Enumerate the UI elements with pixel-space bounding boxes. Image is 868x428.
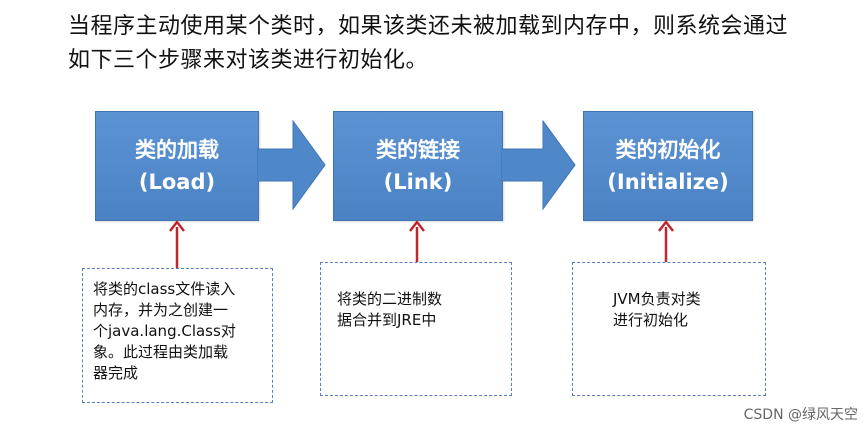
- note-initialize-line: 进行初始化: [613, 311, 689, 329]
- note-load-line: 象。此过程由类加载: [93, 343, 229, 361]
- note-load: 将类的class文件读入 内存，并为之创建一 个java.lang.Class对…: [82, 268, 273, 403]
- intro-line-2: 如下三个步骤来对该类进行初始化。: [68, 48, 429, 73]
- note-link-line: 将类的二进制数: [337, 290, 443, 308]
- pointer-arrow-2: [409, 219, 425, 262]
- step-link-subtitle: (Link): [383, 170, 453, 194]
- step-link-title: 类的链接: [376, 138, 460, 162]
- note-link: 将类的二进制数 据合并到JRE中: [320, 262, 512, 396]
- flow-arrow-1: [257, 119, 326, 211]
- step-load-box: 类的加载 (Load): [95, 111, 259, 221]
- step-load-title: 类的加载: [135, 138, 219, 162]
- step-initialize-subtitle: (Initialize): [607, 170, 729, 194]
- step-load-subtitle: (Load): [138, 170, 216, 194]
- step-initialize-title: 类的初始化: [615, 138, 721, 162]
- note-link-line: 据合并到JRE中: [337, 311, 437, 329]
- intro-text: 当程序主动使用某个类时，如果该类还未被加载到内存中，则系统会通过 如下三个步骤来…: [68, 10, 858, 78]
- note-load-line: 将类的class文件读入: [93, 280, 236, 298]
- note-load-line: 内存，并为之创建一: [93, 301, 229, 319]
- pointer-arrow-3: [658, 219, 674, 262]
- intro-line-1: 当程序主动使用某个类时，如果该类还未被加载到内存中，则系统会通过: [68, 14, 789, 39]
- note-initialize-line: JVM负责对类: [613, 290, 701, 308]
- step-initialize-box: 类的初始化 (Initialize): [583, 111, 753, 221]
- note-load-line: 器完成: [93, 364, 139, 382]
- note-initialize: JVM负责对类 进行初始化: [572, 262, 766, 396]
- note-load-line: 个java.lang.Class对: [93, 322, 236, 340]
- flow-arrow-2: [501, 119, 576, 211]
- pointer-arrow-1: [169, 219, 185, 268]
- watermark: CSDN @绿风天空: [743, 407, 858, 423]
- step-link-box: 类的链接 (Link): [333, 111, 503, 221]
